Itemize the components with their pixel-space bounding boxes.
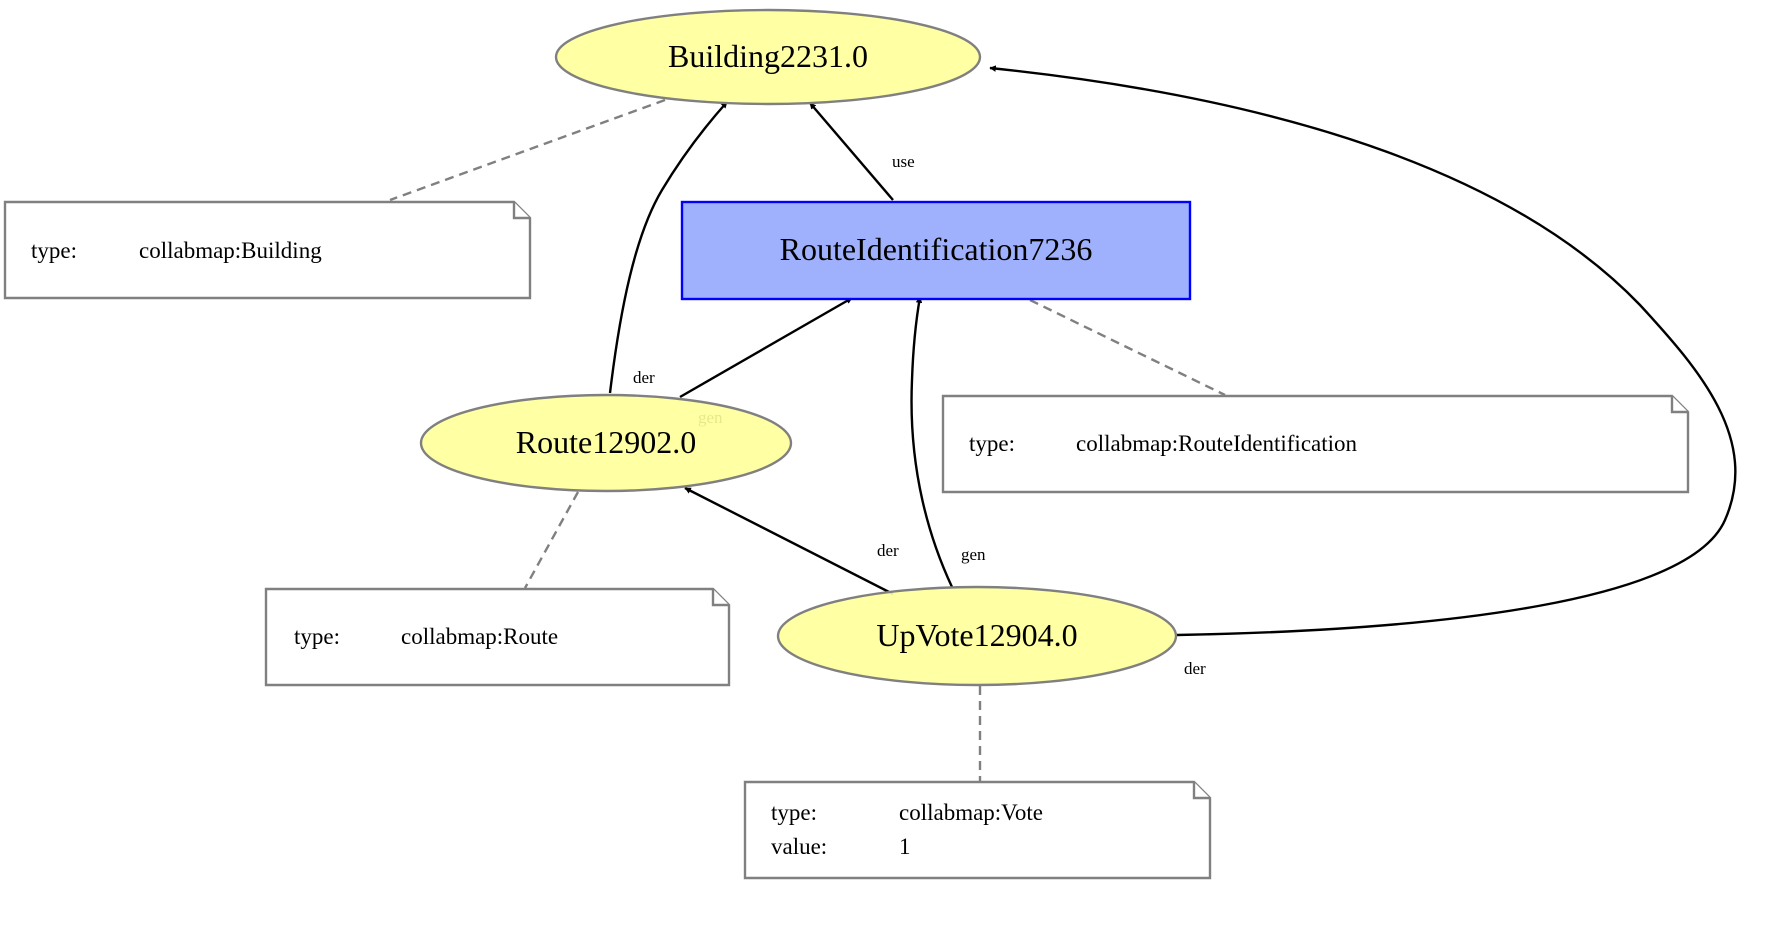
note-route-identification: type: collabmap:RouteIdentification [941, 394, 1690, 494]
note-upvote: type: collabmap:Vote value: 1 [743, 780, 1212, 880]
route-identification-note-connector [1029, 298, 1226, 397]
building-label: Building2231.0 [668, 38, 868, 74]
edge-route-gen-routeidentification [679, 296, 853, 399]
edge-label-route-der: der [633, 368, 655, 387]
edge-label-use: use [892, 152, 915, 171]
note-route-identification-key: type: [969, 431, 1015, 456]
upvote-label: UpVote12904.0 [876, 617, 1077, 653]
route-note-connector [523, 491, 580, 589]
node-route[interactable]: Route12902.0 [419, 393, 793, 493]
edge-upvote-der-route [684, 486, 894, 596]
note-route-identification-value: collabmap:RouteIdentification [1076, 431, 1358, 456]
node-route-identification[interactable]: RouteIdentification7236 [680, 200, 1192, 301]
route-identification-label: RouteIdentification7236 [780, 231, 1093, 267]
route-identification-box [680, 200, 1192, 301]
edge-use [809, 102, 894, 201]
edge-label-upvote-der-building: der [1184, 659, 1206, 678]
building-note-connector [389, 98, 666, 202]
note-upvote-type-value: collabmap:Vote [899, 800, 1043, 825]
note-route-key: type: [294, 624, 340, 649]
upvote-ellipse [776, 585, 1178, 687]
note-route: type: collabmap:Route [264, 587, 731, 687]
edge-label-upvote-gen: gen [961, 545, 986, 564]
node-building[interactable]: Building2231.0 [554, 8, 982, 106]
route-label: Route12902.0 [516, 424, 696, 460]
note-upvote-type-key: type: [771, 800, 817, 825]
edge-route-der-building [608, 101, 728, 394]
note-building-key: type: [31, 238, 77, 263]
note-route-value: collabmap:Route [401, 624, 558, 649]
route-ellipse [419, 393, 793, 493]
building-ellipse [554, 8, 982, 106]
note-building: type: collabmap:Building [3, 200, 532, 300]
edge-upvote-gen-routeidentification [910, 296, 954, 588]
edge-label-upvote-der-route: der [877, 541, 899, 560]
edge-upvote-der-building [989, 65, 1737, 637]
note-upvote-value-value: 1 [899, 834, 911, 859]
note-upvote-value-key: value: [771, 834, 827, 859]
node-upvote[interactable]: UpVote12904.0 [776, 585, 1178, 687]
note-building-value: collabmap:Building [139, 238, 322, 263]
